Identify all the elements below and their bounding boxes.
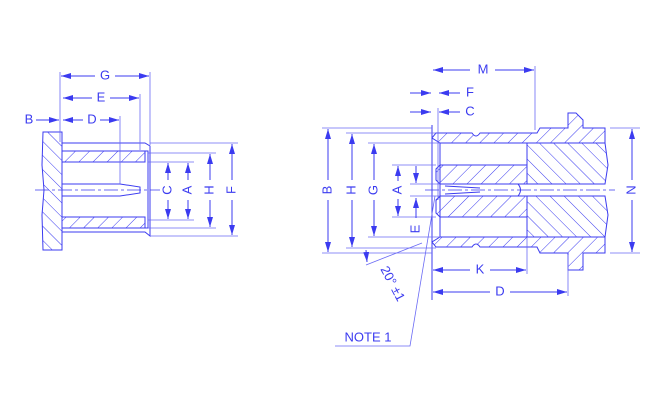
dim-label-b: B (25, 111, 34, 126)
right-shell-bottom (431, 236, 606, 271)
dim-label-b-right: B (319, 186, 334, 195)
dim-label-n: N (623, 185, 638, 194)
right-rear-body-lower (526, 195, 609, 238)
right-pin-slot (444, 185, 481, 195)
dim-label-h-right: H (343, 185, 358, 194)
right-contact-bottom (435, 195, 528, 218)
dim-label-k: K (476, 261, 485, 276)
left-sleeve-top (61, 150, 146, 163)
dim-label-a-right: A (389, 185, 404, 194)
left-flange (41, 131, 63, 251)
dim-label-d-right: D (495, 283, 504, 298)
dim-label-h: H (201, 185, 216, 194)
dim-label-d: D (87, 111, 96, 126)
dim-label-a: A (179, 185, 194, 194)
dim-label-f-right: F (466, 84, 474, 99)
left-sleeve-bottom (61, 216, 146, 229)
left-outer-shell (62, 142, 151, 238)
dim-label-e-right: E (407, 224, 422, 233)
angle-leader (365, 242, 423, 266)
dim-label-m: M (478, 61, 489, 76)
right-view: M F C B H G A E N K (319, 61, 640, 347)
left-view: G E D B C A H F (25, 67, 238, 251)
dim-label-e: E (97, 89, 106, 104)
note-leader (335, 195, 436, 347)
note-1-label: NOTE 1 (345, 329, 392, 344)
right-contact-top (435, 164, 528, 185)
right-shell-top (431, 112, 606, 144)
dim-label-g: G (100, 67, 110, 82)
right-rear-body (526, 142, 609, 185)
dim-label-g-right: G (365, 185, 380, 195)
angle-label: 20° ±1 (377, 263, 408, 303)
dim-label-c-right: C (465, 103, 474, 118)
dim-label-f: F (223, 186, 238, 194)
left-sleeve-end (145, 150, 149, 229)
dim-label-c: C (159, 185, 174, 194)
